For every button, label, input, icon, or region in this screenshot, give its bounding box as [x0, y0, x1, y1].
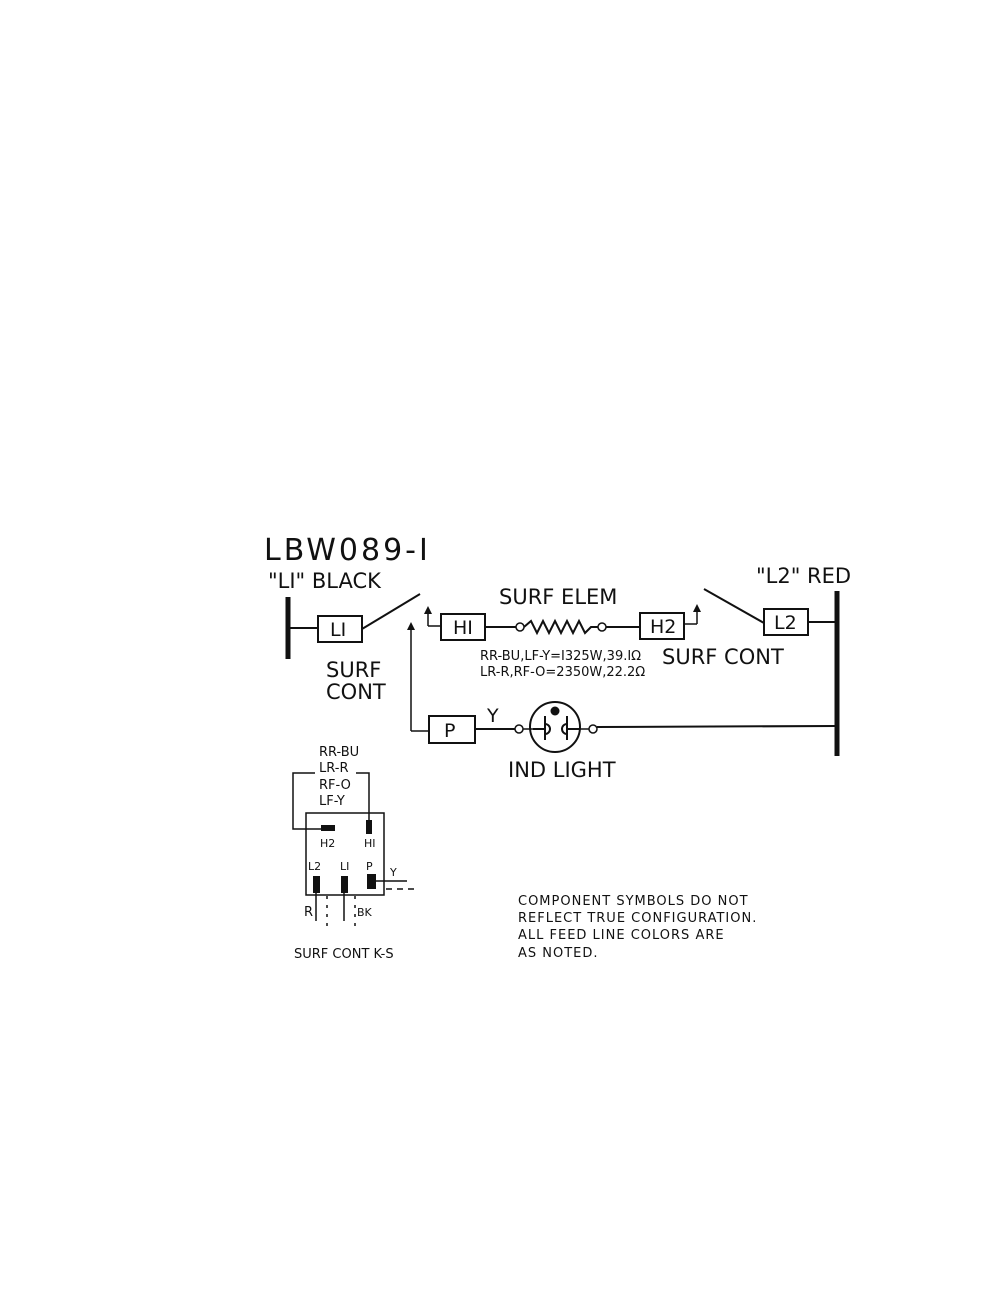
lamp-node-right: [588, 724, 598, 734]
indicator-return-wire: [596, 725, 838, 728]
p-terminal-box-label: P: [444, 720, 455, 742]
indicator-branch-arrow: [407, 622, 415, 630]
h2-terminal-box-label: H2: [650, 616, 676, 638]
switch-detail-caption: SURF CONT K-S: [294, 947, 394, 962]
note-line-1: COMPONENT SYMBOLS DO NOT: [518, 894, 749, 909]
switch-terminal-l1-label: LI: [340, 860, 349, 873]
indicator-lamp-filament-right: [561, 723, 579, 735]
h2-contact-arrow: [693, 604, 701, 612]
switch-bracket-right: [356, 772, 370, 823]
note-line-4: AS NOTED.: [518, 946, 599, 961]
switch-terminal-l1: [341, 876, 348, 893]
switch-color-code-2: LR-R: [319, 761, 348, 776]
indicator-light-label: IND LIGHT: [508, 758, 616, 782]
switch-terminal-p-label: P: [366, 860, 373, 873]
switch-terminal-h2: [321, 825, 335, 831]
switch-terminal-p: [367, 874, 376, 889]
switch-color-code-1: RR-BU: [319, 745, 359, 760]
right-control-label: SURF CONT: [662, 645, 784, 669]
heating-element-resistor: [523, 618, 598, 636]
left-control-label-line1: SURF: [326, 658, 381, 682]
l2-feed-label: "L2" RED: [756, 564, 851, 588]
switch-body: [305, 812, 385, 896]
p-terminal-box: [428, 715, 476, 744]
diagram-title: LBW089-I: [264, 533, 431, 568]
surface-element-label: SURF ELEM: [499, 585, 617, 609]
l1-terminal-box: [317, 615, 363, 643]
switch-terminal-h2-label: H2: [320, 837, 335, 850]
l1-terminal-box-label: LI: [330, 619, 346, 641]
note-line-3: ALL FEED LINE COLORS ARE: [518, 928, 725, 943]
l2-terminal-box-label: L2: [774, 612, 797, 634]
element-rating-line2: LR-R,RF-O=2350W,22.2Ω: [480, 665, 645, 680]
switch-wire-y-label: Y: [389, 866, 397, 879]
switch-terminal-hi-label: HI: [364, 837, 376, 850]
h2-terminal-box: [639, 612, 685, 640]
element-node-left: [515, 622, 525, 632]
element-rating-line1: RR-BU,LF-Y=I325W,39.IΩ: [480, 649, 641, 664]
hi-terminal-box-label: HI: [453, 617, 473, 639]
switch-bracket-left: [292, 772, 328, 830]
switch-terminal-hi: [366, 820, 372, 834]
lamp-node-left: [514, 724, 524, 734]
switch-wire-r-label: R: [304, 905, 313, 920]
l2-terminal-box: [763, 608, 809, 636]
left-switch-blade: [361, 593, 421, 630]
switch-wire-bk-label: BK: [357, 906, 373, 919]
element-node-right: [597, 622, 607, 632]
switch-color-code-3: RF-O: [319, 778, 351, 793]
l1-feed-label: "LI" BLACK: [268, 569, 382, 593]
switch-terminal-l2-label: L2: [308, 860, 321, 873]
indicator-lamp-filament-left: [533, 723, 551, 735]
indicator-lamp-dot: [550, 706, 560, 716]
indicator-lamp: [529, 701, 581, 753]
right-switch-blade: [703, 588, 765, 624]
switch-terminal-l2: [313, 876, 320, 893]
left-control-label-line2: CONT: [326, 680, 386, 704]
switch-color-code-4: LF-Y: [319, 794, 345, 809]
hi-contact-arrow: [424, 606, 432, 614]
note-line-2: REFLECT TRUE CONFIGURATION.: [518, 911, 757, 926]
indicator-wire-y-label: Y: [486, 705, 499, 727]
